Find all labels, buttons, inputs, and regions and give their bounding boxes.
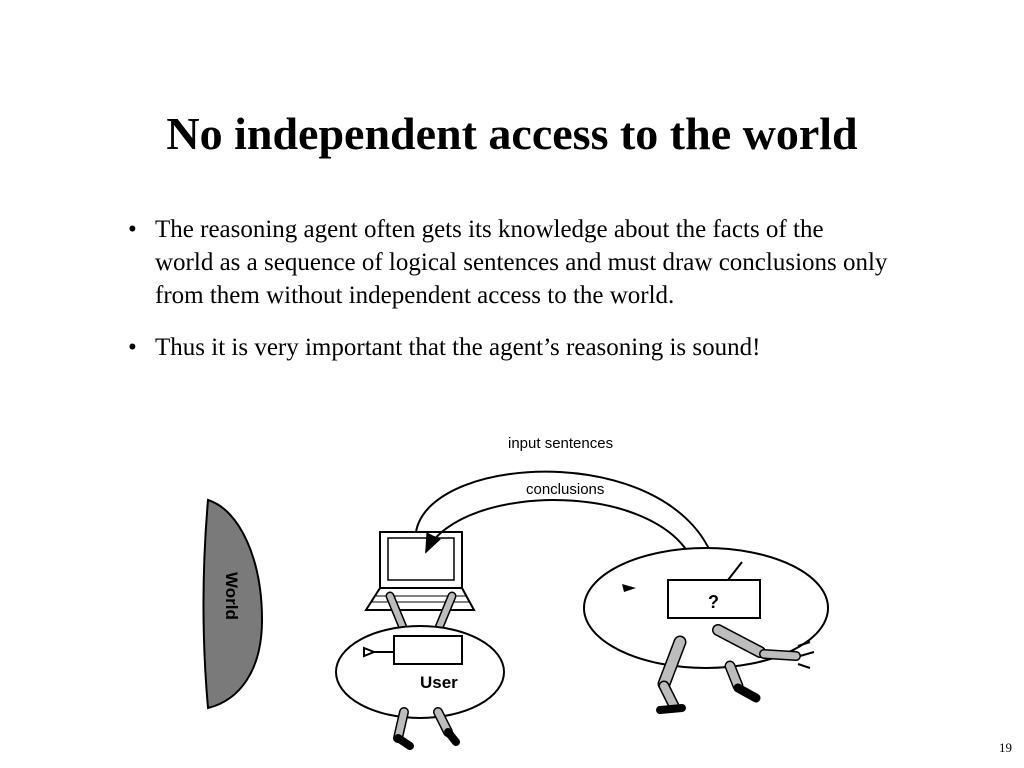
user-arrow-icon <box>363 646 394 658</box>
agent-diagram: World User input sentences conclusions ? <box>202 435 829 750</box>
bullet-item: • The reasoning agent often gets its kno… <box>128 213 888 312</box>
world-shape <box>202 498 264 710</box>
bullet-glyph: • <box>128 216 137 243</box>
bullet-list: • The reasoning agent often gets its kno… <box>128 213 888 383</box>
laptop-icon <box>364 531 476 611</box>
user-legs <box>393 707 460 750</box>
world-label: World <box>222 572 241 620</box>
page-number: 19 <box>999 740 1012 755</box>
agent-legs <box>656 635 761 714</box>
bullet-item: • Thus it is very important that the age… <box>128 331 888 364</box>
user-label: User <box>420 673 458 692</box>
slide-title: No independent access to the world <box>166 108 858 159</box>
input-sentences-arrow <box>415 470 723 577</box>
agent-arm <box>712 624 815 669</box>
conclusions-arrow <box>425 499 697 571</box>
bullet-text: Thus it is very important that the agent… <box>155 334 761 361</box>
agent-unknown-mark: ? <box>708 592 719 612</box>
input-sentences-label: input sentences <box>508 435 613 452</box>
user-arms <box>385 591 457 635</box>
bullet-glyph: • <box>128 334 137 361</box>
conclusions-label: conclusions <box>526 481 604 498</box>
user-knowledge-box <box>393 635 463 665</box>
agent-lid-line <box>727 561 743 581</box>
agent-knowledge-box <box>667 579 761 619</box>
bullet-text: The reasoning agent often gets its knowl… <box>155 216 888 309</box>
agent-mark-icon <box>622 584 636 592</box>
